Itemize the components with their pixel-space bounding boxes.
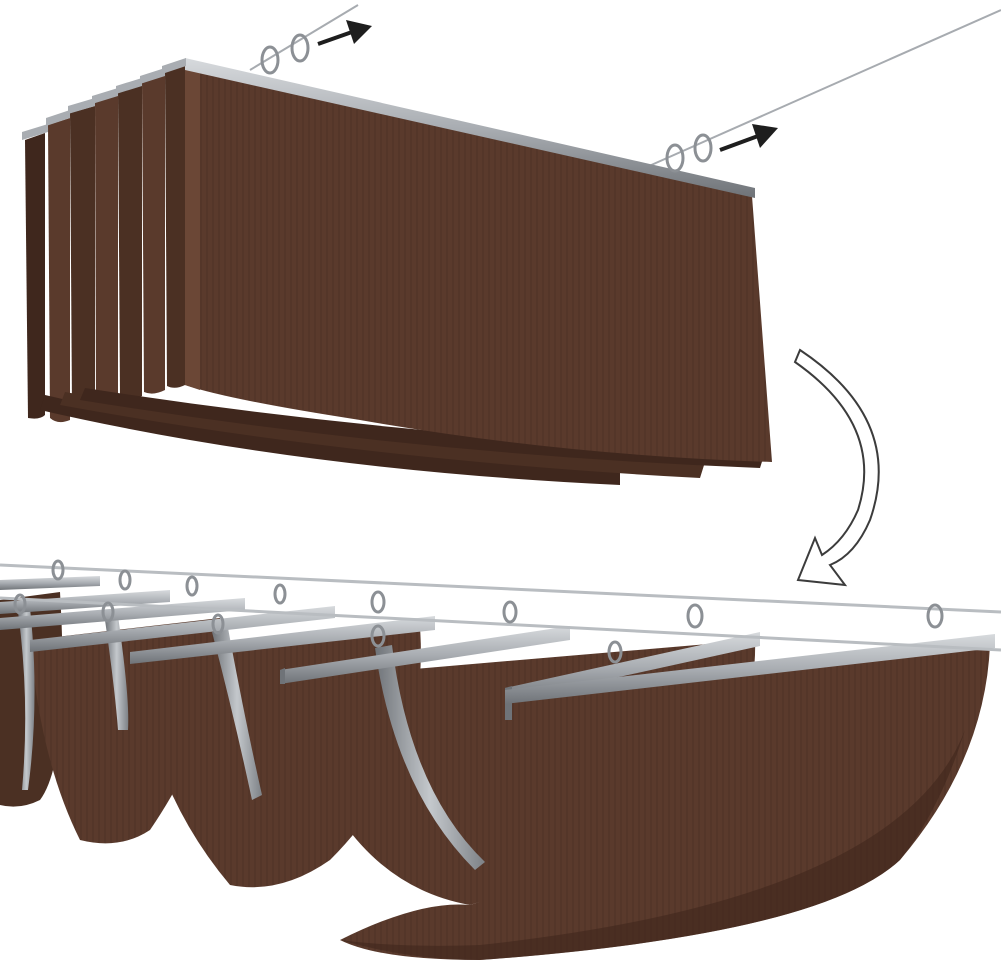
folded-shade-panel: [22, 4, 1001, 485]
fabric-drape: [60, 392, 705, 478]
support-strap: [212, 628, 262, 800]
aluminium-rail: [0, 576, 100, 590]
arrow-right-icon: [719, 124, 778, 152]
carabiner-hook: [260, 33, 713, 173]
aluminium-rail: [280, 668, 285, 684]
fabric-front-panel: [185, 68, 772, 462]
aluminium-rail: [46, 110, 70, 126]
aluminium-rail: [0, 598, 245, 630]
aluminium-rail: [92, 88, 118, 104]
support-wire: [0, 596, 1001, 652]
support-strap: [105, 616, 129, 730]
support-wire: [639, 9, 1001, 171]
aluminium-rail: [116, 78, 142, 94]
support-strap: [18, 608, 35, 790]
aluminium-rail: [22, 124, 48, 140]
fabric-fold: [118, 85, 142, 400]
fabric-fold: [70, 106, 95, 412]
aluminium-rail: [30, 606, 335, 652]
support-wire: [0, 563, 1001, 614]
arrow-right-icon: [317, 20, 372, 46]
fabric-drape: [40, 395, 620, 485]
curved-arrow-down-icon: [793, 348, 880, 587]
fabric-fold: [142, 75, 165, 394]
extended-wave-shade: [0, 559, 1001, 960]
aluminium-rail: [185, 58, 755, 198]
aluminium-rail: [140, 68, 165, 84]
fabric-fold: [25, 133, 45, 419]
fabric-fold: [48, 118, 70, 423]
fabric-fold: [165, 66, 185, 388]
aluminium-rail: [162, 58, 186, 74]
aluminium-rail: [130, 616, 435, 664]
carabiner-hook: [13, 559, 944, 664]
aluminium-rail: [68, 98, 95, 114]
aluminium-rail: [505, 634, 995, 704]
aluminium-rail: [280, 626, 570, 684]
fabric-fold: [95, 95, 118, 406]
